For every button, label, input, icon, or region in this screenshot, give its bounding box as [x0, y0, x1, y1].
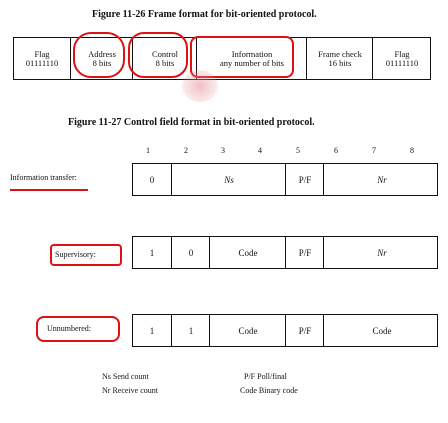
annotation-control-circle: [128, 32, 188, 78]
annotation-information-box: [190, 36, 294, 78]
control-row-unnumbered: 1 1 Code P/F Code: [132, 314, 438, 347]
cursor-highlight: [182, 70, 218, 102]
cell-bit1: 1: [149, 325, 155, 336]
bit-number: 2: [184, 146, 188, 155]
cell-code-2: Code: [323, 315, 440, 346]
bit-number: 7: [372, 146, 376, 155]
legend-nr: Nr Receive count: [102, 386, 158, 395]
annotation-unnumbered-box: [36, 316, 120, 342]
cell-pf: P/F: [285, 237, 324, 268]
control-row-supervisory: 1 0 Code P/F Nr: [132, 236, 438, 269]
bit-number: 1: [146, 146, 150, 155]
annotation-underline: [10, 189, 88, 191]
legend-ns: Ns Send count: [102, 372, 149, 381]
cell-bit1: 1: [149, 247, 155, 258]
row-label-supervisory: Supervisory:: [55, 250, 96, 259]
cell-bit2: 1: [171, 315, 210, 346]
figure-26-caption: Figure 11-26 Frame format for bit-orient…: [92, 9, 317, 20]
cell-pf: P/F: [285, 315, 324, 346]
cell-ns: Ns: [171, 164, 286, 195]
bit-number: 8: [410, 146, 414, 155]
row-label-information-transfer: Information transfer:: [10, 173, 77, 182]
bit-number: 3: [221, 146, 225, 155]
cell-nr: Nr: [323, 237, 440, 268]
bit-number-row: 1 2 3 4 5 6 7 8: [132, 146, 438, 158]
cell-code: Code: [209, 237, 286, 268]
bit-number: 4: [258, 146, 262, 155]
control-row-information: 0 Ns P/F Nr: [132, 163, 438, 196]
bit-number: 6: [334, 146, 338, 155]
row-label-unnumbered: Unnumbered:: [47, 324, 91, 333]
figure-27-caption: Figure 11-27 Control field format in bit…: [68, 117, 315, 128]
cell-bit2: 0: [171, 237, 210, 268]
cell-code: Code: [209, 315, 286, 346]
cell-bit1: 0: [149, 174, 155, 185]
legend-code: Code Binary code: [240, 386, 298, 395]
bit-number: 5: [296, 146, 300, 155]
cell-nr: Nr: [323, 164, 440, 195]
legend-pf: P/F Poll/final: [244, 372, 287, 381]
cell-pf: P/F: [285, 164, 324, 195]
annotation-address-circle: [73, 32, 125, 78]
annotation-supervisory-box: [50, 244, 122, 266]
